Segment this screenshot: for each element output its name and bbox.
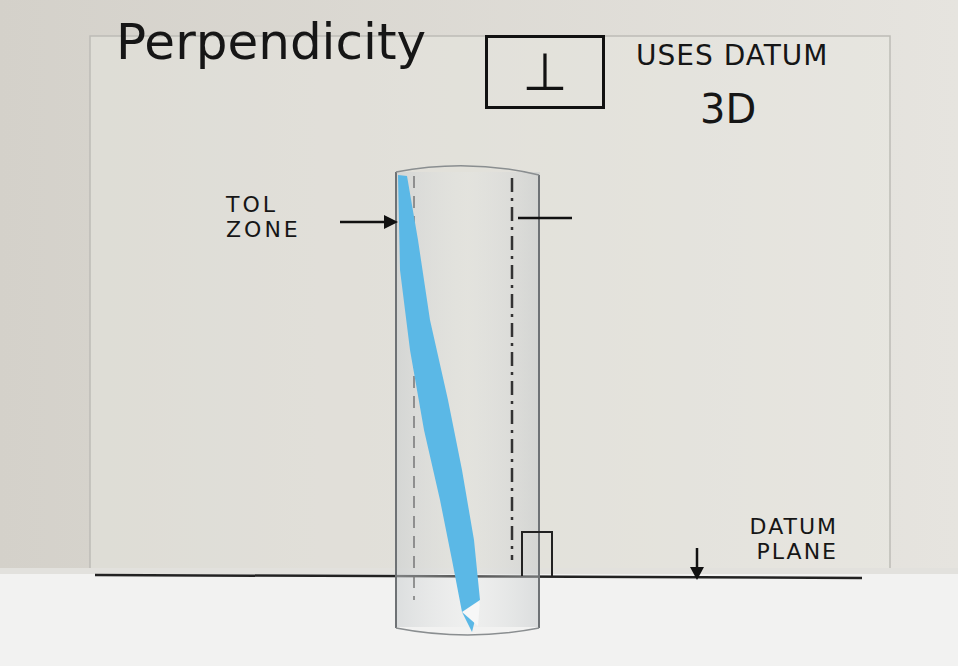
note-text: 3D	[700, 86, 820, 132]
symbol-text: ⊥	[522, 42, 567, 102]
callout-label: TOL ZONE	[226, 192, 318, 243]
symbol-box: ⊥	[485, 35, 605, 109]
note-text: USES DATUM	[636, 40, 896, 72]
diagram-title: Perpendicity	[116, 14, 476, 72]
callout-label: DATUM PLANE	[688, 514, 838, 565]
